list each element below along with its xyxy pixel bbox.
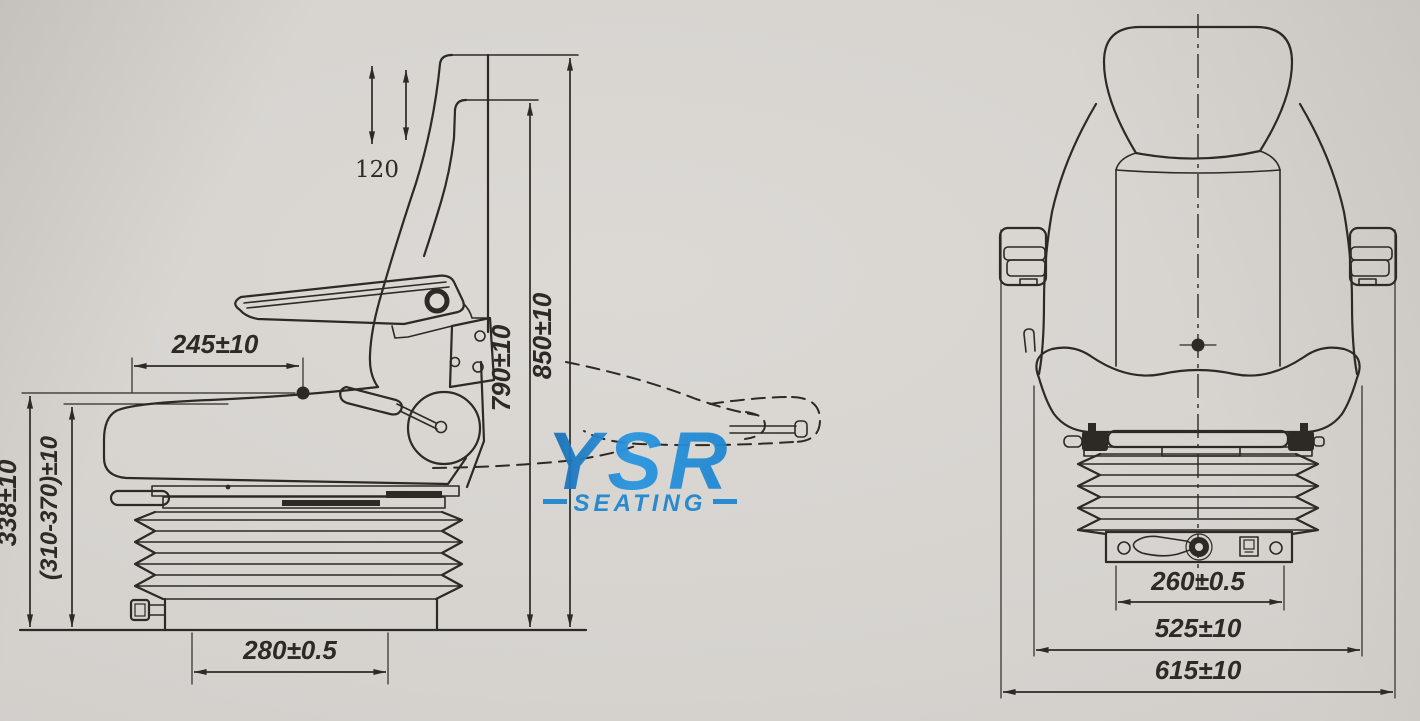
side-bellows xyxy=(133,510,464,601)
side-seat-backrest xyxy=(368,53,490,489)
front-headrest xyxy=(1102,25,1294,160)
recline-handle xyxy=(339,385,482,466)
base-bolt xyxy=(129,598,151,622)
brand-text: YSR xyxy=(547,416,734,507)
side-seat-cushion xyxy=(102,385,468,486)
switch xyxy=(1239,536,1259,557)
recliner-disc xyxy=(406,390,482,466)
svg-text:280±0.5: 280±0.5 xyxy=(242,635,337,665)
logo-dash-left xyxy=(543,499,567,504)
tilt-lever xyxy=(1023,328,1036,353)
svg-text:790±10: 790±10 xyxy=(486,324,516,411)
front-armrest-left xyxy=(998,226,1048,287)
dim-mount-width: 260±0.5 xyxy=(1115,565,1285,611)
front-armrest-right xyxy=(1348,226,1398,287)
recliner-bracket xyxy=(448,316,496,389)
front-view: 260±0.5 525±10 615±10 xyxy=(998,14,1398,699)
svg-text:525±10: 525±10 xyxy=(1155,613,1242,643)
slide-rails xyxy=(109,484,460,509)
headrest-travel-arrows xyxy=(368,66,410,144)
logo-dash-right xyxy=(713,499,737,504)
svg-text:615±10: 615±10 xyxy=(1155,655,1242,685)
svg-text:260±0.5: 260±0.5 xyxy=(1150,566,1245,596)
svg-text:850±10: 850±10 xyxy=(527,292,557,379)
svg-text:245±10: 245±10 xyxy=(171,329,259,359)
dim-headrest-travel: 120 xyxy=(355,157,399,183)
dim-seat-height-range: (310-370)±10 xyxy=(36,403,229,627)
side-armrest xyxy=(234,274,491,339)
datum-point-front xyxy=(1179,338,1217,352)
dim-seat-height: 338±10 xyxy=(0,396,34,627)
svg-text:(310-370)±10: (310-370)±10 xyxy=(36,435,63,580)
side-view: 120 xyxy=(0,53,822,685)
height-lever xyxy=(1132,535,1193,557)
suspension-frame xyxy=(1063,423,1325,457)
watermark-logo: YSR SEATING xyxy=(543,416,737,517)
dim-seat-width: 525±10 xyxy=(1033,385,1363,657)
dim-overall-width: 615±10 xyxy=(1000,229,1396,699)
dim-overall-height: 850±10 xyxy=(449,54,579,627)
side-base xyxy=(129,597,439,632)
datum-point-side xyxy=(296,386,310,400)
dim-backrest-height: 790±10 xyxy=(463,99,539,627)
svg-text:338±10: 338±10 xyxy=(0,459,22,546)
dim-armrest-setback: 245±10 xyxy=(21,329,310,400)
base-plate xyxy=(1104,530,1294,564)
dim-rail-spacing: 280±0.5 xyxy=(191,632,389,685)
armrest-pivot xyxy=(424,288,450,314)
front-bellows xyxy=(1076,452,1320,536)
brand-subtext: SEATING xyxy=(574,490,707,517)
rail-handle xyxy=(109,489,171,507)
